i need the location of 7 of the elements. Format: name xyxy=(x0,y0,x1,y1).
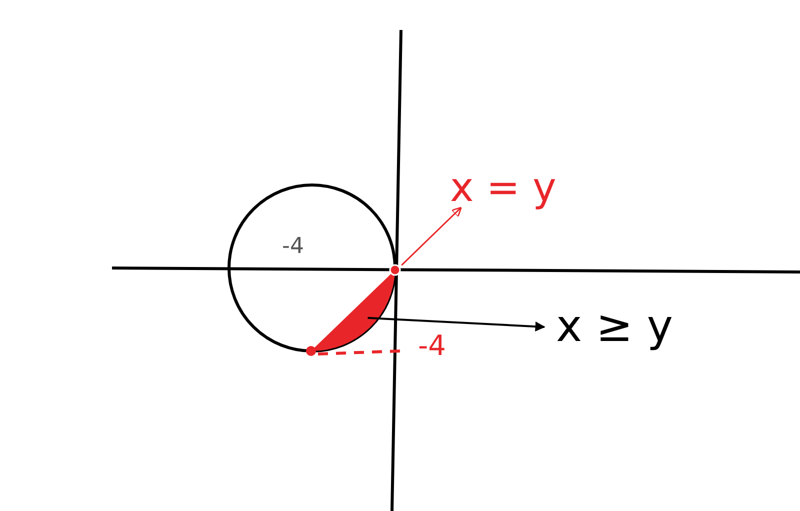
arrow xyxy=(368,316,546,332)
math-label: x ≥ y xyxy=(556,305,673,349)
arrow xyxy=(401,206,462,266)
axis-value-label: -4 xyxy=(418,332,446,360)
math-label: x = y xyxy=(450,168,556,208)
axis-value-label: -4 xyxy=(282,236,304,258)
point-marker xyxy=(389,264,401,276)
